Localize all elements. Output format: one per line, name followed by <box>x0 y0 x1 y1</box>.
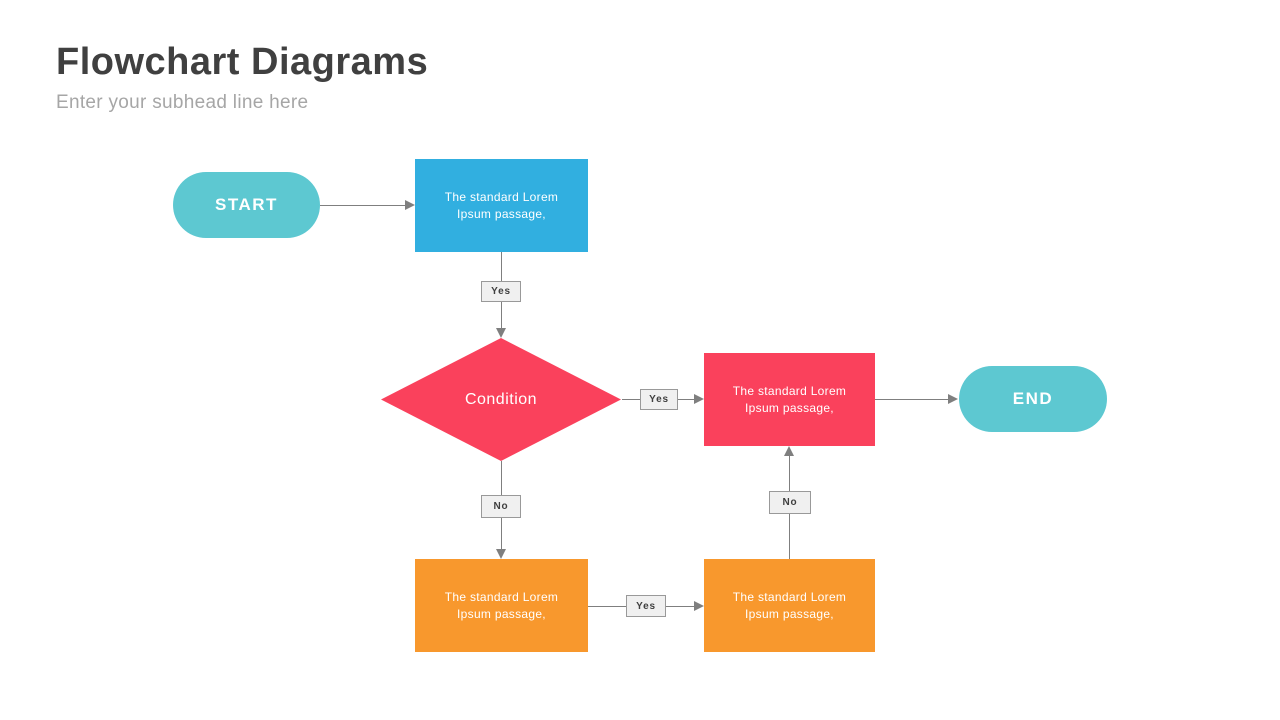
flow-node-process-3: The standard Lorem Ipsum passage, <box>415 559 588 652</box>
arrowhead-up-icon <box>784 446 794 456</box>
arrowhead-down-icon <box>496 549 506 559</box>
slide-header: Flowchart Diagrams Enter your subhead li… <box>56 41 429 114</box>
connector-start-to-process1 <box>320 205 407 206</box>
page-subtitle: Enter your subhead line here <box>56 91 309 113</box>
connector-process2-to-end <box>875 399 950 400</box>
arrowhead-down-icon <box>496 328 506 338</box>
edge-label-yes: Yes <box>640 389 678 410</box>
flow-node-condition: Condition <box>381 338 621 461</box>
flow-node-start: START <box>173 172 320 238</box>
arrowhead-right-icon <box>694 394 704 404</box>
edge-label-yes: Yes <box>481 281 521 302</box>
arrowhead-right-icon <box>694 601 704 611</box>
page-title: Flowchart Diagrams <box>56 41 429 83</box>
flow-node-process-2: The standard Lorem Ipsum passage, <box>704 353 875 446</box>
edge-label-no: No <box>769 491 811 514</box>
edge-label-yes: Yes <box>626 595 666 617</box>
arrowhead-right-icon <box>405 200 415 210</box>
edge-label-no: No <box>481 495 521 518</box>
flow-node-process-1: The standard Lorem Ipsum passage, <box>415 159 588 252</box>
arrowhead-right-icon <box>948 394 958 404</box>
flow-node-end: END <box>959 366 1107 432</box>
flow-node-process-4: The standard Lorem Ipsum passage, <box>704 559 875 652</box>
